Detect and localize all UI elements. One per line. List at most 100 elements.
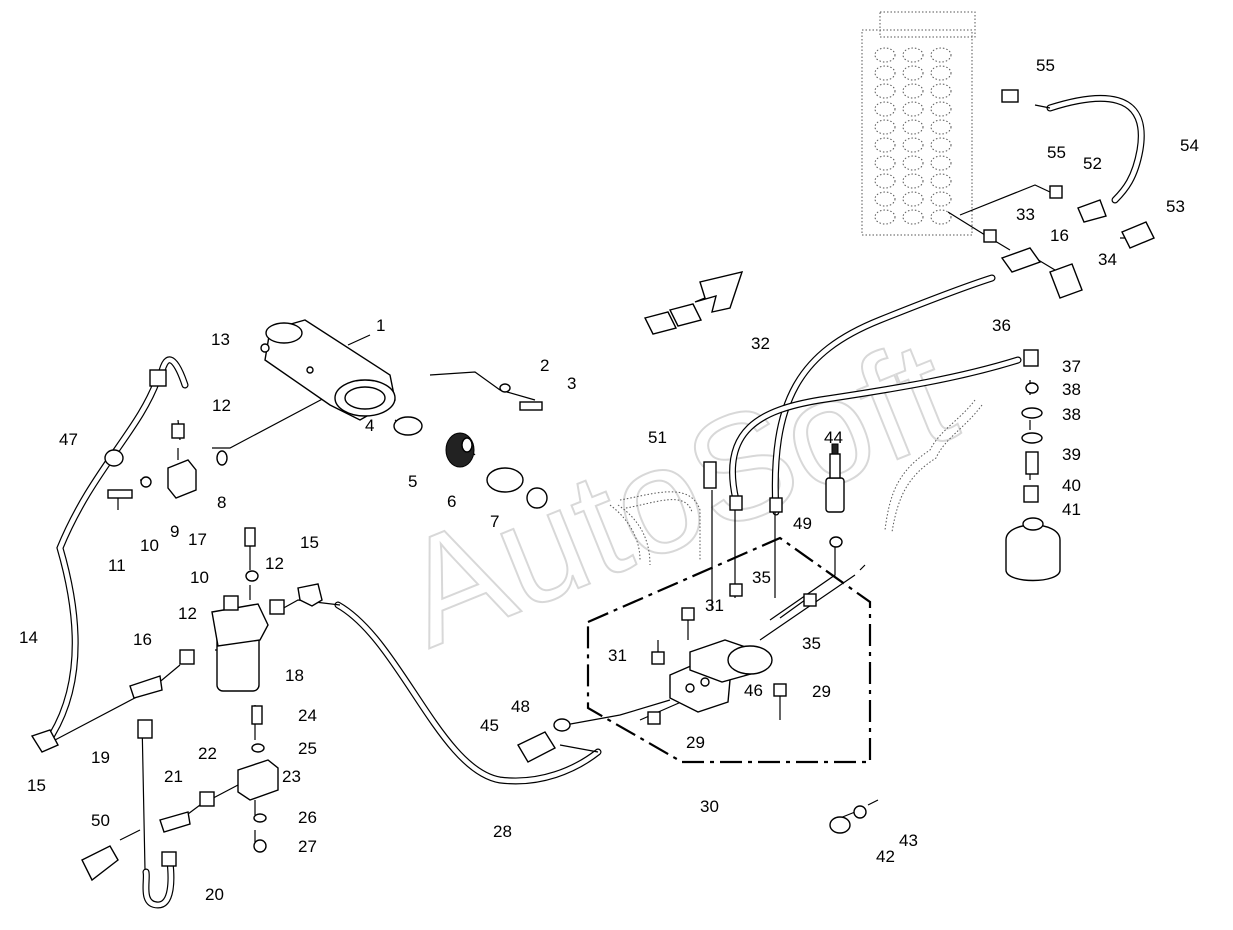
fitting-31-left xyxy=(651,651,665,665)
label-43: 43 xyxy=(899,831,918,850)
label-13: 13 xyxy=(211,330,230,349)
sensor-45 xyxy=(517,731,556,763)
fitting-31-right xyxy=(681,607,695,621)
pump-housing-part xyxy=(260,319,396,421)
o-ring-6 xyxy=(486,467,524,493)
label-49: 49 xyxy=(793,514,812,533)
fitting-22 xyxy=(199,791,215,807)
dotted-pipe-c xyxy=(884,399,983,533)
tee-16-right xyxy=(1000,247,1042,273)
valve-section-mark xyxy=(874,47,896,63)
valve-section-mark xyxy=(874,191,896,207)
label-12-c: 12 xyxy=(178,604,197,623)
label-15-a: 15 xyxy=(300,533,319,552)
valve-section-mark xyxy=(902,209,924,225)
valve-section-mark xyxy=(902,155,924,171)
valve-section-mark xyxy=(902,101,924,117)
label-29-b: 29 xyxy=(686,733,705,752)
washer-25 xyxy=(251,743,265,753)
valve-section-mark xyxy=(930,101,952,117)
valve-section-mark xyxy=(874,119,896,135)
fitting-55-lower xyxy=(1049,185,1063,199)
label-55-a: 55 xyxy=(1036,56,1055,75)
gear-5 xyxy=(445,432,475,468)
fitting-39 xyxy=(1025,451,1039,475)
tee-21 xyxy=(159,811,191,833)
fitting-36-top xyxy=(1023,349,1039,367)
label-23: 23 xyxy=(282,767,301,786)
label-29-a: 29 xyxy=(812,682,831,701)
nut-19 xyxy=(137,719,153,739)
nut-27 xyxy=(253,839,267,853)
fitting-40 xyxy=(1023,485,1039,503)
nut-42 xyxy=(829,816,851,834)
label-8: 8 xyxy=(217,493,226,512)
valve-section-mark xyxy=(902,83,924,99)
bolt-17 xyxy=(244,527,256,547)
label-24: 24 xyxy=(298,706,317,725)
label-16-a: 16 xyxy=(133,630,152,649)
direction-arrow-icon xyxy=(643,271,744,335)
label-33: 33 xyxy=(1016,205,1035,224)
valve-section-mark xyxy=(930,191,952,207)
label-10-b: 10 xyxy=(190,568,209,587)
label-38-a: 38 xyxy=(1062,380,1081,399)
block-9 xyxy=(167,459,197,499)
label-35-b: 35 xyxy=(802,634,821,653)
label-2: 2 xyxy=(540,356,549,375)
elbow-15-top xyxy=(297,583,323,607)
label-14: 14 xyxy=(19,628,38,647)
bolt-51 xyxy=(703,461,717,489)
label-12-a: 12 xyxy=(212,396,231,415)
seal-7 xyxy=(526,487,548,509)
valve-section-mark xyxy=(930,119,952,135)
washer-48 xyxy=(553,718,571,732)
washer-38-b xyxy=(1021,432,1043,444)
label-12-b: 12 xyxy=(265,554,284,573)
label-36: 36 xyxy=(992,316,1011,335)
nut-13 xyxy=(149,369,167,387)
label-48: 48 xyxy=(511,697,530,716)
valve-section-mark xyxy=(902,137,924,153)
nut-20 xyxy=(161,851,177,867)
label-22: 22 xyxy=(198,744,217,763)
fitting-33 xyxy=(983,229,997,243)
filter-18 xyxy=(211,595,269,692)
tee-16-left xyxy=(129,675,163,699)
fitting-32-end xyxy=(769,497,783,513)
label-51: 51 xyxy=(648,428,667,447)
valve-section-mark xyxy=(930,47,952,63)
label-18: 18 xyxy=(285,666,304,685)
label-26: 26 xyxy=(298,808,317,827)
fitting-12-left xyxy=(179,649,195,665)
label-6: 6 xyxy=(447,492,456,511)
label-3: 3 xyxy=(567,374,576,393)
valve-section-mark xyxy=(930,137,952,153)
label-4: 4 xyxy=(365,416,374,435)
nut-47 xyxy=(104,449,124,467)
fitting-36-end xyxy=(729,495,743,511)
fitting-35-right xyxy=(803,593,817,607)
valve-section-mark xyxy=(930,65,952,81)
label-21: 21 xyxy=(164,767,183,786)
valve-section-mark xyxy=(874,155,896,171)
fitting-55-upper xyxy=(1001,89,1019,103)
washer-43 xyxy=(853,805,867,819)
label-50: 50 xyxy=(91,811,110,830)
valve-section-mark xyxy=(874,83,896,99)
label-16-b: 16 xyxy=(1050,226,1069,245)
label-37: 37 xyxy=(1062,357,1081,376)
fitting-53 xyxy=(1121,221,1155,249)
valve-section-mark xyxy=(874,209,896,225)
bolt-3 xyxy=(519,401,543,411)
tee-52 xyxy=(1077,199,1107,223)
accumulator-41 xyxy=(1005,517,1061,582)
label-17: 17 xyxy=(188,530,207,549)
valve-section-mark xyxy=(902,173,924,189)
label-39: 39 xyxy=(1062,445,1081,464)
label-47: 47 xyxy=(59,430,78,449)
label-10-a: 10 xyxy=(140,536,159,555)
washer-2 xyxy=(499,383,511,393)
bolt-24 xyxy=(251,705,263,725)
